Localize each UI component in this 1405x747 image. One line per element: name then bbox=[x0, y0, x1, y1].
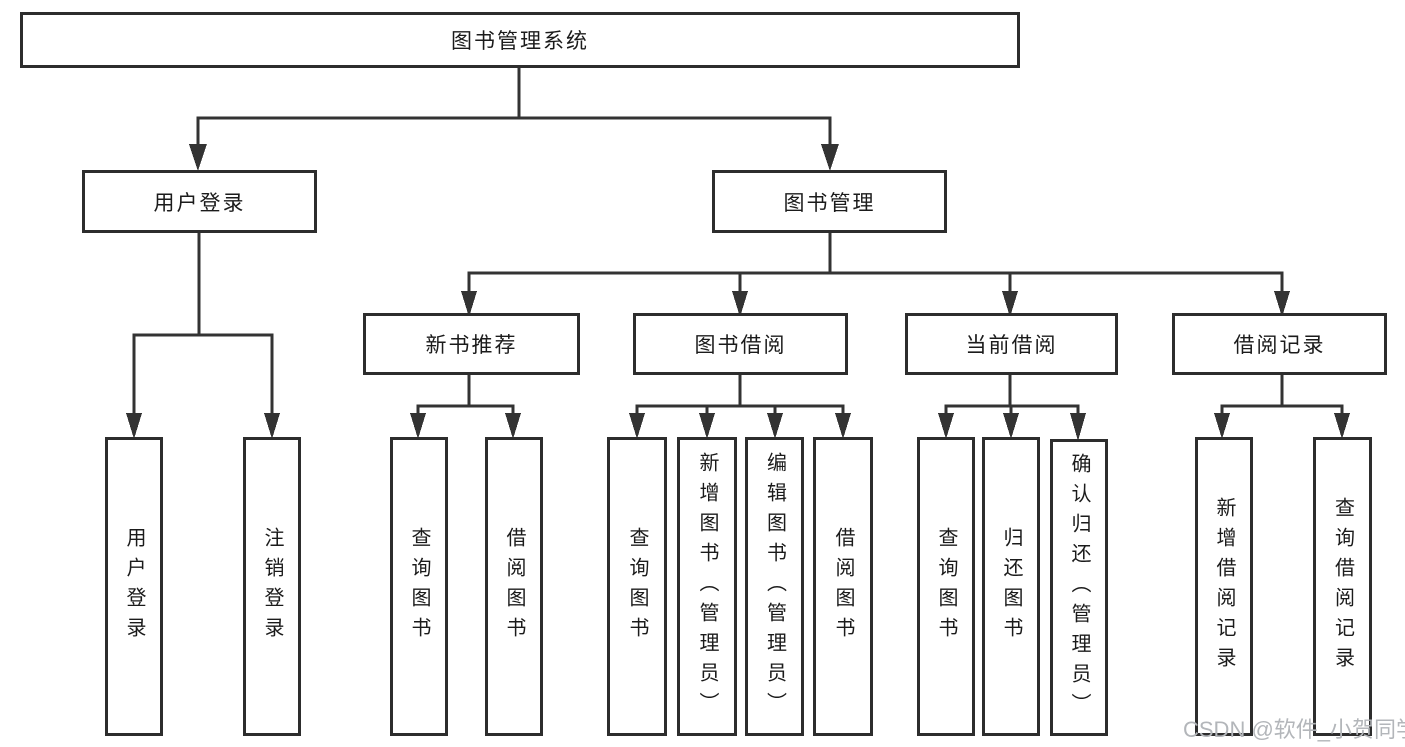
node-borrow-books-recommend-label: 借阅图书 bbox=[503, 526, 525, 647]
watermark: CSDN @软件_小贺同学 bbox=[1183, 717, 1405, 742]
node-logout-label: 注销登录 bbox=[261, 526, 283, 647]
node-user-login-label: 用户登录 bbox=[153, 191, 246, 215]
node-login-label: 用户登录 bbox=[123, 526, 145, 647]
node-new-book-recommend-label: 新书推荐 bbox=[425, 334, 518, 357]
node-book-borrow: 图书借阅 bbox=[633, 313, 848, 375]
node-confirm-return-admin-label: 确认归还（管理员） bbox=[1068, 452, 1090, 723]
node-query-books-borrow-label: 查询图书 bbox=[626, 526, 648, 647]
node-add-book-admin-label: 新增图书（管理员） bbox=[696, 451, 718, 722]
node-query-books-current-label: 查询图书 bbox=[935, 526, 957, 647]
node-book-management-label: 图书管理 bbox=[783, 191, 876, 215]
node-edit-book-admin: 编辑图书（管理员） bbox=[745, 437, 804, 736]
node-query-books-recommend: 查询图书 bbox=[390, 437, 448, 736]
node-root-label: 图书管理系统 bbox=[451, 30, 589, 53]
node-book-borrow-label: 图书借阅 bbox=[694, 334, 787, 357]
node-add-borrow-record: 新增借阅记录 bbox=[1195, 437, 1253, 736]
node-query-borrow-record-label: 查询借阅记录 bbox=[1331, 496, 1354, 677]
node-borrow-records-label: 借阅记录 bbox=[1233, 334, 1326, 357]
node-user-login: 用户登录 bbox=[82, 170, 317, 233]
node-confirm-return-admin: 确认归还（管理员） bbox=[1050, 439, 1108, 736]
node-return-books: 归还图书 bbox=[982, 437, 1040, 736]
node-add-book-admin: 新增图书（管理员） bbox=[677, 437, 737, 736]
node-current-borrow: 当前借阅 bbox=[905, 313, 1118, 375]
node-add-borrow-record-label: 新增借阅记录 bbox=[1213, 496, 1235, 677]
node-query-books-recommend-label: 查询图书 bbox=[408, 526, 430, 647]
node-query-books-borrow: 查询图书 bbox=[607, 437, 667, 736]
node-borrow-records: 借阅记录 bbox=[1172, 313, 1387, 375]
node-query-books-current: 查询图书 bbox=[917, 437, 975, 736]
node-borrow-books-borrow-label: 借阅图书 bbox=[832, 526, 854, 647]
node-logout: 注销登录 bbox=[243, 437, 301, 736]
node-query-borrow-record: 查询借阅记录 bbox=[1313, 437, 1372, 736]
node-current-borrow-label: 当前借阅 bbox=[965, 334, 1058, 357]
node-new-book-recommend: 新书推荐 bbox=[363, 313, 580, 375]
node-login: 用户登录 bbox=[105, 437, 163, 736]
node-book-management: 图书管理 bbox=[712, 170, 947, 233]
node-edit-book-admin-label: 编辑图书（管理员） bbox=[763, 451, 786, 722]
node-borrow-books-recommend: 借阅图书 bbox=[485, 437, 543, 736]
node-borrow-books-borrow: 借阅图书 bbox=[813, 437, 873, 736]
node-return-books-label: 归还图书 bbox=[1000, 526, 1022, 647]
node-root: 图书管理系统 bbox=[20, 12, 1020, 68]
